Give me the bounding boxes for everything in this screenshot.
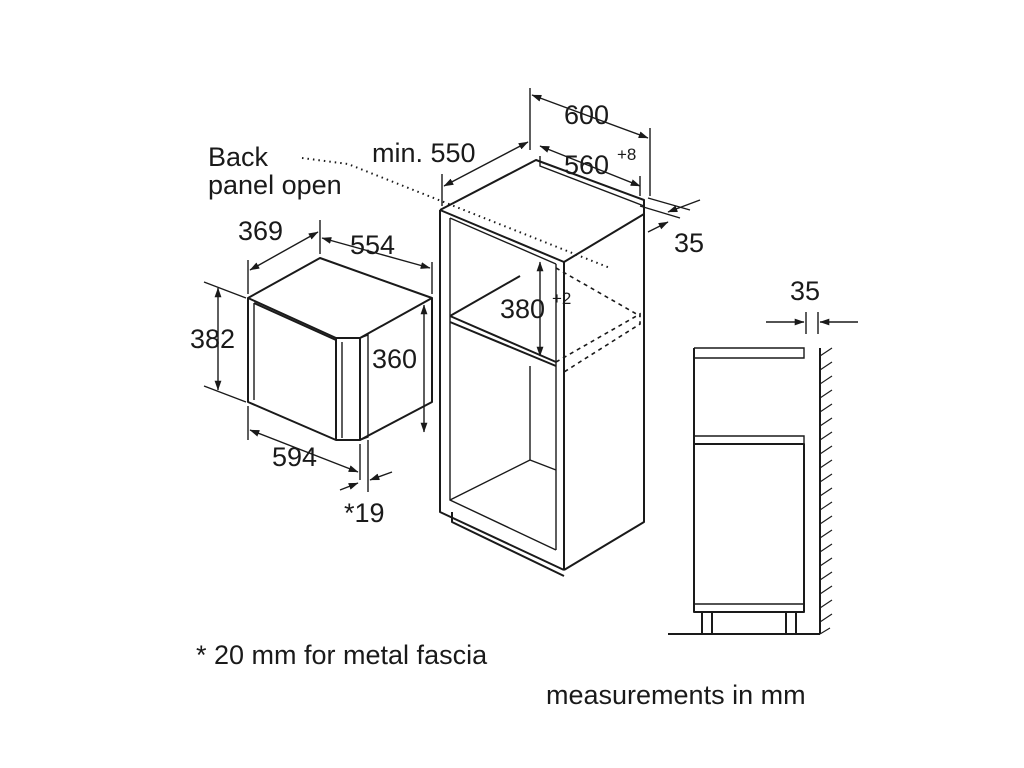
dim-360-label: 360 bbox=[372, 344, 417, 374]
footnote: * 20 mm for metal fascia bbox=[196, 640, 488, 670]
side-view-drawing bbox=[668, 312, 858, 635]
units-note: measurements in mm bbox=[546, 680, 806, 710]
dim-35-side-label: 35 bbox=[790, 276, 820, 306]
dim-554-label: 554 bbox=[350, 230, 395, 260]
dim-382-label: 382 bbox=[190, 324, 235, 354]
cabinet-dimensions bbox=[441, 88, 701, 357]
dim-560-label: 560 bbox=[564, 150, 609, 180]
dim-560-superscript: +8 bbox=[617, 145, 636, 164]
back-panel-label-line2: panel open bbox=[208, 170, 342, 200]
dim-594-label: 594 bbox=[272, 442, 317, 472]
back-panel-label-line1: Back bbox=[208, 142, 269, 172]
microwave-dimensions bbox=[203, 220, 433, 492]
dim-19-label: *19 bbox=[344, 498, 385, 528]
dim-600-label: 600 bbox=[564, 100, 609, 130]
wall-hatching bbox=[819, 347, 833, 635]
dim-35-cabinet-label: 35 bbox=[674, 228, 704, 258]
dim-369-label: 369 bbox=[238, 216, 283, 246]
min-550-label: min. 550 bbox=[372, 138, 476, 168]
dim-380-superscript: +2 bbox=[552, 289, 571, 308]
microwave-drawing bbox=[247, 257, 433, 441]
dim-380-label: 380 bbox=[500, 294, 545, 324]
